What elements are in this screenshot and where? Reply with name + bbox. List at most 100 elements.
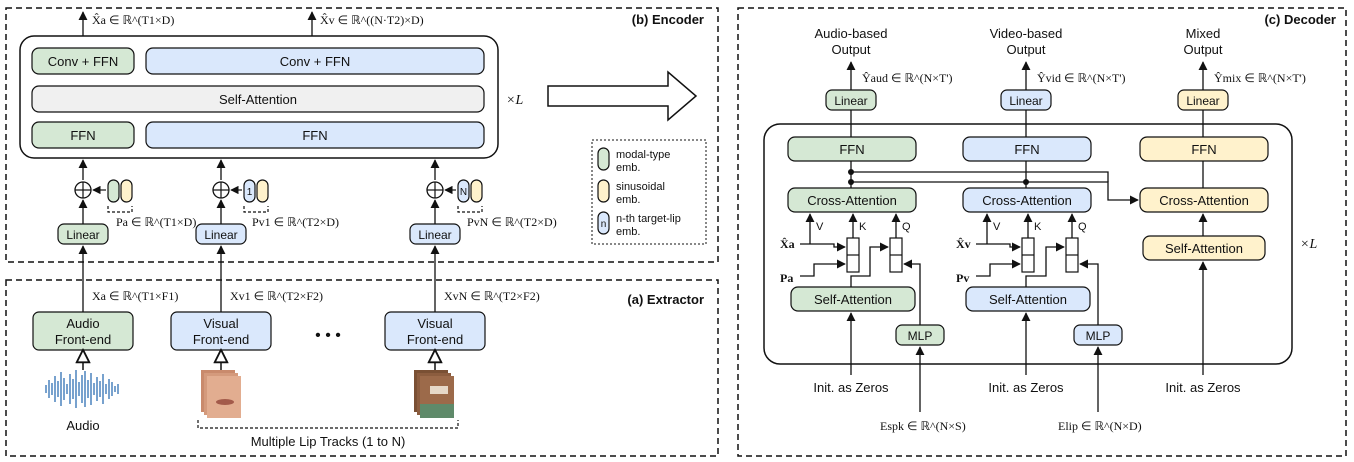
encoder-output-audio: X̂a ∈ ℝ^(T1×D) xyxy=(92,13,174,27)
decoder-cross-attention-mixed xyxy=(1139,187,1269,213)
audio-output-title-2: Output xyxy=(831,42,870,57)
video-output-title-2: Output xyxy=(1006,42,1045,57)
svg-text:Cross-Attention: Cross-Attention xyxy=(807,193,897,208)
mlp-lip xyxy=(1073,324,1123,346)
y-mixed-label: Ŷmix ∈ ℝ^(N×T') xyxy=(1214,71,1306,85)
encoder-self-attention xyxy=(31,85,485,113)
pos-emb-visual-n: PvN ∈ ℝ^(T2×D) xyxy=(467,215,557,229)
extractor-title: (a) Extractor xyxy=(627,292,704,307)
decoder-ffn-mixed xyxy=(1139,136,1269,162)
legend-target-lip-swatch xyxy=(597,211,610,235)
embedding-legend xyxy=(591,139,707,245)
pa-input-label: Pa xyxy=(780,271,793,285)
audio-output-title-1: Audio-based xyxy=(815,26,888,41)
e-lip-label: Elip ∈ ℝ^(N×D) xyxy=(1058,419,1142,433)
svg-text:FFN: FFN xyxy=(302,128,327,143)
decoder-title: (c) Decoder xyxy=(1264,12,1336,27)
lip-track-1-image xyxy=(201,370,241,418)
modal-type-emb-visual-n xyxy=(457,179,470,203)
svg-text:Linear: Linear xyxy=(204,228,237,242)
svg-text:MLP: MLP xyxy=(908,329,933,343)
visual-frontend-n-label-1: Visual xyxy=(417,316,452,331)
svg-text:Cross-Attention: Cross-Attention xyxy=(1159,193,1249,208)
svg-text:MLP: MLP xyxy=(1086,329,1111,343)
svg-text:Conv + FFN: Conv + FFN xyxy=(280,54,350,69)
svg-text:V: V xyxy=(816,221,824,233)
lip-index-n: N xyxy=(460,187,467,198)
x-audio-label: Xa ∈ ℝ^(T1×F1) xyxy=(92,289,178,303)
svg-text:Linear: Linear xyxy=(418,228,451,242)
decoder-cross-attention-audio xyxy=(787,187,917,213)
svg-text:Self-Attention: Self-Attention xyxy=(989,292,1067,307)
linear-visual-1 xyxy=(195,223,247,245)
decoder-self-attention-video xyxy=(965,286,1091,312)
extractor-panel xyxy=(5,279,719,457)
svg-text:V: V xyxy=(993,221,1001,233)
init-zeros-video: Init. as Zeros xyxy=(988,380,1064,395)
decoder-ffn-audio xyxy=(787,136,917,162)
video-output-title-1: Video-based xyxy=(990,26,1063,41)
pos-emb-visual-1: Pv1 ∈ ℝ^(T2×D) xyxy=(252,215,339,229)
legend-target-lip-label-2: emb. xyxy=(616,226,640,238)
linear-audio xyxy=(57,223,109,245)
svg-text:FFN: FFN xyxy=(839,142,864,157)
sinusoidal-emb-audio xyxy=(120,179,133,203)
legend-sinusoidal-label-1: sinusoidal xyxy=(616,181,665,193)
legend-sinusoidal-swatch xyxy=(597,179,610,203)
svg-text:n: n xyxy=(601,219,607,230)
x-visual-1-label: Xv1 ∈ ℝ^(T2×F2) xyxy=(230,289,323,303)
mixed-output-title-1: Mixed xyxy=(1186,26,1221,41)
svg-text:Linear: Linear xyxy=(1186,94,1219,108)
svg-text:FFN: FFN xyxy=(1014,142,1039,157)
audio-input-label: Audio xyxy=(66,418,99,433)
legend-modal-type-label-1: modal-type xyxy=(616,149,670,161)
mixed-output-title-2: Output xyxy=(1183,42,1222,57)
svg-text:Linear: Linear xyxy=(834,94,867,108)
visual-frontend-1-label-1: Visual xyxy=(203,316,238,331)
svg-text:FFN: FFN xyxy=(70,128,95,143)
linear-visual-n xyxy=(409,223,461,245)
ffn-visual xyxy=(145,121,485,149)
svg-text:Conv + FFN: Conv + FFN xyxy=(48,54,118,69)
audio-waveform xyxy=(45,370,119,408)
y-audio-label: Ŷaud ∈ ℝ^(N×T') xyxy=(862,71,953,85)
ellipsis: • • • xyxy=(315,327,341,344)
init-zeros-mixed: Init. as Zeros xyxy=(1165,380,1241,395)
pos-emb-audio: Pa ∈ ℝ^(T1×D) xyxy=(116,215,196,229)
svg-text:FFN: FFN xyxy=(1191,142,1216,157)
svg-text:Cross-Attention: Cross-Attention xyxy=(982,193,1072,208)
x-visual-n-label: XvN ∈ ℝ^(T2×F2) xyxy=(444,289,540,303)
legend-sinusoidal-label-2: emb. xyxy=(616,194,640,206)
modal-type-emb-audio xyxy=(107,179,120,203)
svg-text:Q: Q xyxy=(902,221,911,233)
sum-node-visual-n xyxy=(426,181,444,199)
decoder-panel xyxy=(737,7,1347,457)
mlp-speaker xyxy=(895,324,945,346)
pv-input-label: Pv xyxy=(956,271,969,285)
legend-modal-type-swatch xyxy=(597,147,610,171)
y-video-label: Ŷvid ∈ ℝ^(N×T') xyxy=(1037,71,1126,85)
decoder-repeat-label: ×L xyxy=(1300,237,1317,252)
conv-ffn-audio xyxy=(31,47,135,75)
encoder-title: (b) Encoder xyxy=(632,12,704,27)
decoder-cross-attention-video xyxy=(962,187,1092,213)
encoder-repeat-label: ×L xyxy=(506,93,523,108)
sinusoidal-emb-visual-n xyxy=(470,179,483,203)
decoder-self-attention-mixed xyxy=(1142,235,1266,261)
encoder-to-decoder-arrow xyxy=(547,70,698,122)
sum-node-audio xyxy=(74,181,92,199)
visual-frontend-n-label-2: Front-end xyxy=(407,332,463,347)
xv-input-label: X̂v xyxy=(956,237,971,251)
encoder-output-visual: X̂v ∈ ℝ^((N·T2)×D) xyxy=(320,13,424,27)
decoder-self-attention-audio xyxy=(790,286,916,312)
legend-target-lip-label-1: n-th target-lip xyxy=(616,213,681,225)
lip-track-n-image xyxy=(414,370,454,418)
sinusoidal-emb-visual-1 xyxy=(256,179,269,203)
modal-type-emb-visual-1 xyxy=(243,179,256,203)
conv-ffn-visual xyxy=(145,47,485,75)
svg-text:Self-Attention: Self-Attention xyxy=(219,92,297,107)
audio-frontend-label-1: Audio xyxy=(66,316,99,331)
encoder-panel xyxy=(5,7,719,263)
svg-text:Q: Q xyxy=(1078,221,1087,233)
